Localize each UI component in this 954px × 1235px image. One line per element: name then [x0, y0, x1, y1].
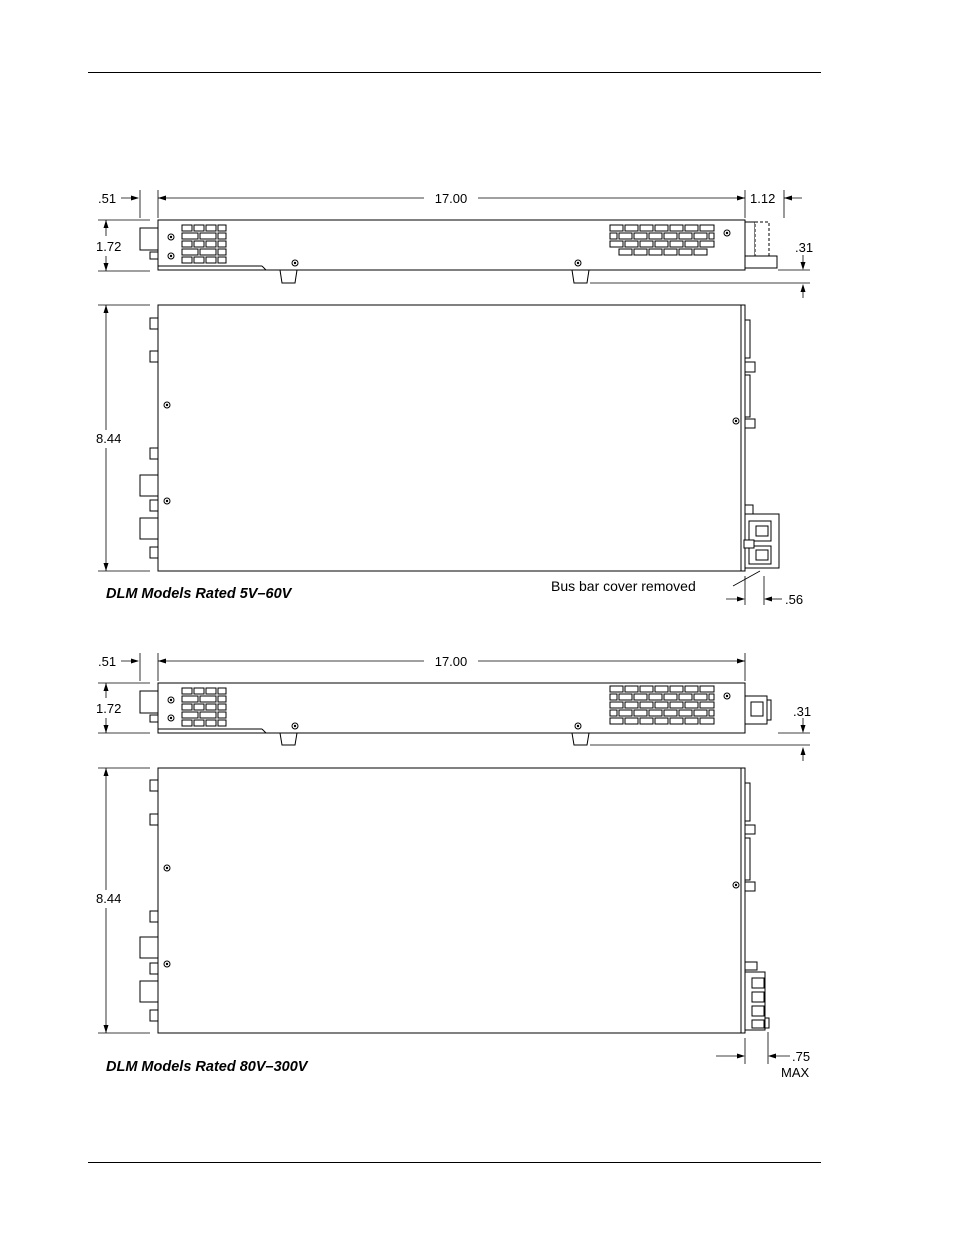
dim-feet-label: .31	[795, 240, 813, 255]
dim-width-844: 8.44	[96, 304, 150, 572]
side-view: .31	[139, 682, 811, 761]
dim-length-17: 17.00	[157, 190, 746, 218]
dim-front-51: .51	[98, 653, 141, 681]
side-view: .31	[139, 219, 813, 298]
dim-rear-label: 1.12	[750, 191, 775, 206]
dim-front-label: .51	[98, 191, 116, 206]
dim-busbar-label: .56	[785, 592, 803, 607]
vent-right	[609, 685, 715, 725]
dim-length-label: 17.00	[435, 654, 468, 669]
top-view: Bus bar cover removed .56	[139, 304, 803, 607]
dim-width-label: 8.44	[96, 891, 121, 906]
footer-rule	[88, 1162, 821, 1163]
dim-width-label: 8.44	[96, 431, 121, 446]
dim-height-label: 1.72	[96, 239, 121, 254]
dim-width-844: 8.44	[96, 767, 150, 1034]
diagram-5v-60v: 17.00 .51 1.12 1.72	[96, 190, 813, 607]
diagram-80v-300v: 17.00 .51 1.72	[96, 653, 811, 1080]
dim-front-51: .51	[98, 190, 141, 218]
dim-length-label: 17.00	[435, 191, 468, 206]
bus-bar-note: Bus bar cover removed	[551, 578, 696, 594]
dim-height-label: 1.72	[96, 701, 121, 716]
top-view: .75 MAX	[139, 767, 810, 1080]
dim-rear-112: 1.12	[750, 190, 802, 218]
dim-feet-label: .31	[793, 704, 811, 719]
caption-5v-60v: DLM Models Rated 5V–60V	[106, 586, 293, 602]
header-rule	[88, 72, 821, 73]
vent-left	[181, 224, 227, 264]
dim-front-label: .51	[98, 654, 116, 669]
vent-right	[609, 224, 715, 256]
vent-left	[181, 687, 227, 727]
terminal-block	[744, 961, 770, 1031]
dim-height-172: 1.72	[96, 219, 150, 272]
caption-80v-300v: DLM Models Rated 80V–300V	[106, 1059, 309, 1075]
dim-height-172: 1.72	[96, 682, 150, 734]
dim-length-17: 17.00	[157, 653, 746, 681]
dim-terminal-label: .75	[792, 1049, 810, 1064]
dim-terminal-max-label: MAX	[781, 1065, 810, 1080]
bus-bar-assembly	[743, 513, 780, 569]
